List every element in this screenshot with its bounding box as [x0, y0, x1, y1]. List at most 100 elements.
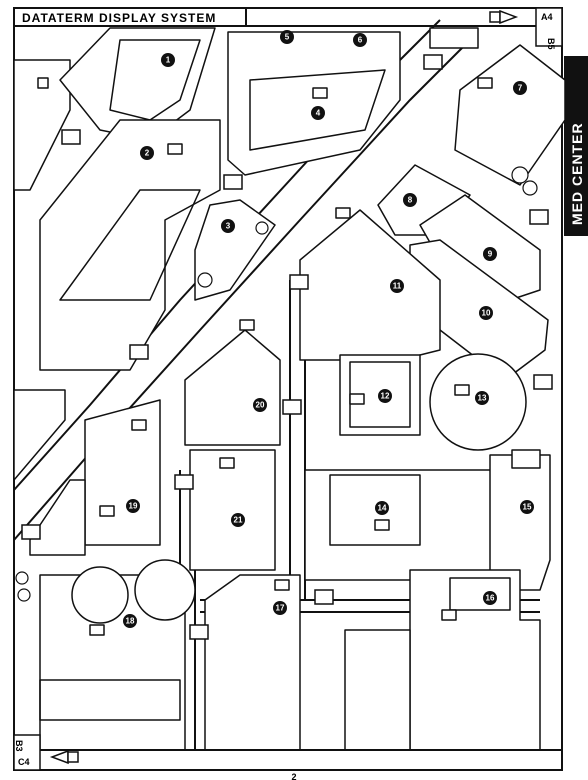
side-label-text: MED CENTER: [569, 122, 585, 225]
building-11: [299, 209, 441, 361]
svg-text:12: 12: [381, 392, 390, 401]
svg-text:9: 9: [488, 250, 493, 259]
camera-icon: [374, 519, 390, 531]
building-number-2[interactable]: 2: [140, 146, 154, 160]
building-number-markers: 1 2 3 4 5 6 7 8 9 10 11 12 13 14 15 16 1…: [123, 30, 534, 628]
svg-text:15: 15: [523, 503, 532, 512]
access-icon: [174, 474, 194, 490]
camera-icon: [312, 87, 328, 99]
camera-icon: [441, 609, 457, 621]
building-number-5[interactable]: 5: [280, 30, 294, 44]
access-icon: [529, 209, 549, 225]
building-14: [304, 469, 501, 581]
building-number-4[interactable]: 4: [311, 106, 325, 120]
svg-text:18: 18: [126, 617, 135, 626]
building-2: [39, 119, 221, 371]
tree-icon: [255, 221, 269, 235]
next-page-arrow-icon[interactable]: [489, 9, 519, 25]
access-icon: [314, 589, 334, 605]
access-icon: [189, 624, 209, 640]
svg-text:17: 17: [276, 604, 285, 613]
building-16: [409, 569, 541, 751]
tree-icon: [197, 272, 213, 288]
district-side-label: MED CENTER: [564, 56, 588, 236]
building-number-12[interactable]: 12: [378, 389, 392, 403]
coord-bottom-left: C4: [18, 757, 30, 767]
building-number-17[interactable]: 17: [273, 601, 287, 615]
svg-text:6: 6: [358, 36, 363, 45]
svg-text:3: 3: [226, 222, 231, 231]
header-bar: DATATERM DISPLAY SYSTEM A4 B5: [13, 7, 563, 50]
building-top-left: [13, 59, 71, 191]
camera-icon: [335, 207, 351, 219]
building-number-14[interactable]: 14: [375, 501, 389, 515]
tree-icon: [511, 166, 529, 184]
coord-top-right-sub: B5: [546, 38, 556, 50]
svg-text:1: 1: [166, 56, 171, 65]
building-number-8[interactable]: 8: [403, 193, 417, 207]
building-number-18[interactable]: 18: [123, 614, 137, 628]
access-icon: [282, 399, 302, 415]
building-19: [84, 399, 161, 546]
access-icon: [533, 374, 553, 390]
building-number-10[interactable]: 10: [479, 306, 493, 320]
svg-text:7: 7: [518, 84, 523, 93]
access-icon: [423, 54, 443, 70]
svg-text:20: 20: [256, 401, 265, 410]
access-icon: [289, 274, 309, 290]
svg-text:4: 4: [316, 109, 321, 118]
building-number-15[interactable]: 15: [520, 500, 534, 514]
camera-icon: [89, 624, 105, 636]
building-21: [189, 449, 276, 571]
svg-text:10: 10: [482, 309, 491, 318]
building-20: [184, 329, 281, 446]
trees: [15, 166, 538, 602]
camera-icon: [477, 77, 493, 89]
camera-icon: [454, 384, 470, 396]
svg-text:21: 21: [234, 516, 243, 525]
building-number-16[interactable]: 16: [483, 591, 497, 605]
coord-top-right: A4: [541, 12, 553, 22]
building-number-9[interactable]: 9: [483, 247, 497, 261]
building-number-7[interactable]: 7: [513, 81, 527, 95]
svg-text:2: 2: [145, 149, 150, 158]
access-icon: [21, 524, 41, 540]
access-markers: [21, 54, 553, 640]
page-number: 2: [291, 772, 296, 780]
building-3: [194, 199, 276, 301]
building-16-annex: [344, 629, 411, 751]
camera-icon: [274, 579, 290, 591]
coord-bottom-left-sub: B3: [14, 740, 24, 752]
access-icon: [129, 344, 149, 360]
camera-icon: [239, 319, 255, 331]
building-19-annex: [29, 479, 86, 556]
camera-icon: [219, 457, 235, 469]
building-number-19[interactable]: 19: [126, 499, 140, 513]
building-top-small: [429, 27, 479, 49]
footer-bar: B3 C4 2: [13, 734, 562, 780]
building-number-11[interactable]: 11: [390, 279, 404, 293]
building-4-6-complex: [227, 31, 401, 176]
building-number-1[interactable]: 1: [161, 53, 175, 67]
svg-text:13: 13: [478, 394, 487, 403]
camera-icon: [99, 505, 115, 517]
building-number-21[interactable]: 21: [231, 513, 245, 527]
svg-text:8: 8: [408, 196, 413, 205]
previous-page-arrow-icon[interactable]: [49, 749, 79, 765]
header-title: DATATERM DISPLAY SYSTEM: [22, 11, 216, 25]
building-number-13[interactable]: 13: [475, 391, 489, 405]
dome-icon: [134, 559, 196, 621]
svg-text:19: 19: [129, 502, 138, 511]
building-number-6[interactable]: 6: [353, 33, 367, 47]
building-number-20[interactable]: 20: [253, 398, 267, 412]
camera-icon: [37, 77, 49, 89]
building-number-3[interactable]: 3: [221, 219, 235, 233]
tree-icon: [15, 571, 29, 585]
camera-icon: [167, 143, 183, 155]
access-icon: [61, 129, 81, 145]
svg-text:16: 16: [486, 594, 495, 603]
dome-icon: [71, 566, 129, 624]
svg-text:5: 5: [285, 33, 290, 42]
building-17: [204, 574, 301, 751]
